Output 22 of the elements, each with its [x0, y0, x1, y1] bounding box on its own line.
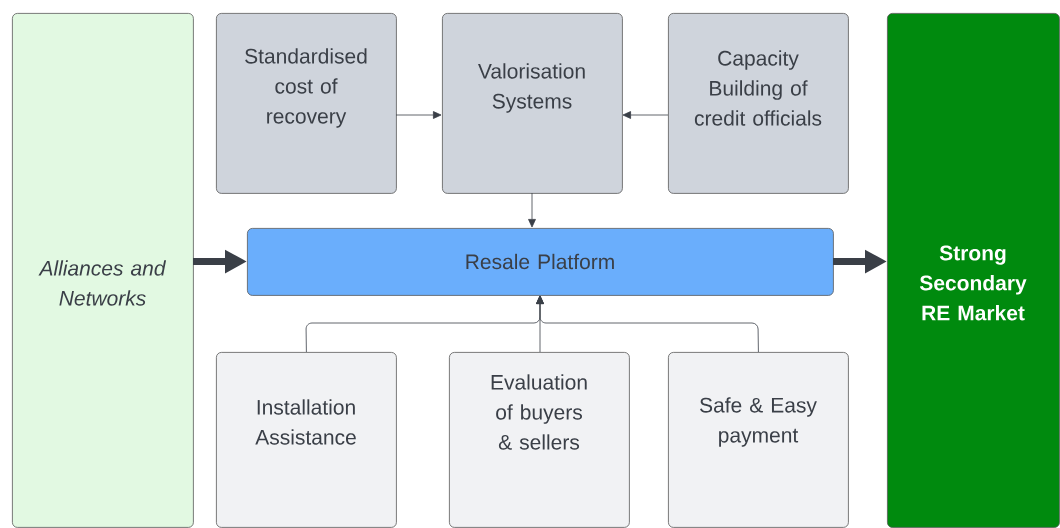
box-label: Valorisation Systems [478, 63, 585, 113]
arrow [536, 295, 759, 353]
outcome-panel [887, 13, 1060, 528]
box-label: Safe & Easy payment [700, 397, 817, 447]
box-label: Strong Secondary RE Market [919, 245, 1027, 321]
process-box [668, 13, 849, 194]
service-box [216, 352, 397, 528]
box-label: Standardised cost of recovery [245, 48, 367, 128]
box-label: Evaluation of buyers & sellers [491, 374, 587, 450]
platform-bar [247, 228, 834, 296]
arrow [528, 192, 536, 228]
service-box [668, 352, 849, 528]
box-label: Alliances and Networks [38, 260, 167, 306]
arrow [622, 111, 669, 119]
arrow [395, 111, 442, 119]
box-label: Installation Assistance [255, 399, 356, 445]
side-panel [12, 13, 194, 528]
service-box [449, 352, 630, 528]
box-label: Capacity Building of credit officials [694, 50, 822, 126]
box-label: Resale Platform [466, 253, 614, 270]
process-box [442, 13, 623, 194]
process-box [216, 13, 397, 194]
